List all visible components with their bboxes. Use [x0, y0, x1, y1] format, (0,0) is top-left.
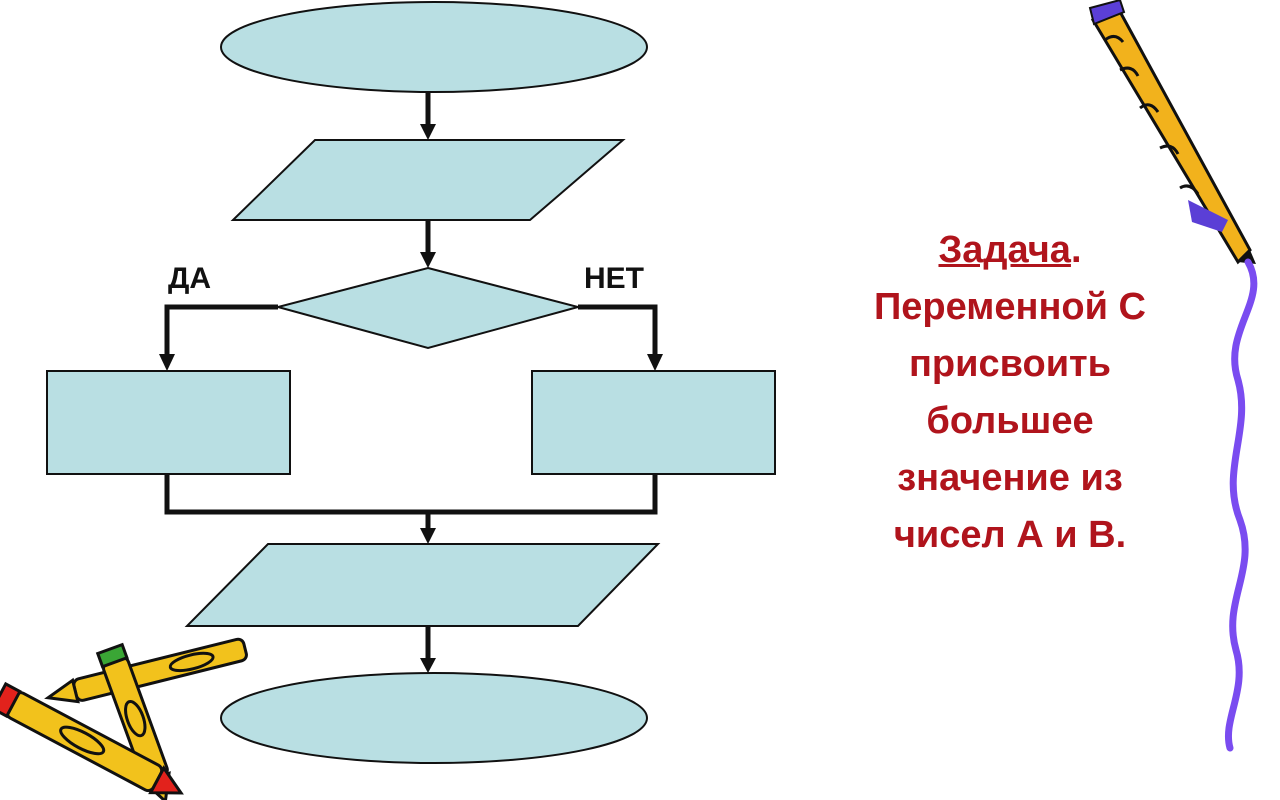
- arrowhead: [420, 124, 436, 140]
- task-text: Задача. Переменной С присвоить большее з…: [820, 222, 1200, 564]
- connector-merge: [167, 474, 655, 512]
- task-title: Задача: [938, 229, 1070, 271]
- task-title-line: Задача.: [820, 222, 1200, 279]
- crayons-icon: [0, 638, 248, 800]
- task-line: значение из: [820, 450, 1200, 507]
- no-process-box: [532, 371, 775, 474]
- end-terminal: [221, 673, 647, 763]
- arrowhead: [420, 658, 436, 673]
- arrowhead: [159, 354, 175, 371]
- arrowhead: [420, 252, 436, 268]
- task-line: большее: [820, 393, 1200, 450]
- arrowhead: [420, 528, 436, 544]
- yes-branch-label: ДА: [168, 264, 211, 294]
- input-parallelogram: [233, 140, 623, 220]
- arrowhead: [647, 354, 663, 371]
- start-terminal: [221, 2, 647, 92]
- task-title-punct: .: [1071, 229, 1082, 271]
- task-line: чисел А и В.: [820, 507, 1200, 564]
- task-line: Переменной С: [820, 279, 1200, 336]
- purple-ribbon: [1228, 262, 1253, 748]
- no-branch-label: НЕТ: [584, 264, 644, 294]
- connector-decision-no: [578, 307, 655, 356]
- decision-diamond: [278, 268, 578, 348]
- yes-process-box: [47, 371, 290, 474]
- connector-decision-yes: [167, 307, 278, 356]
- task-line: присвоить: [820, 336, 1200, 393]
- output-parallelogram: [187, 544, 658, 626]
